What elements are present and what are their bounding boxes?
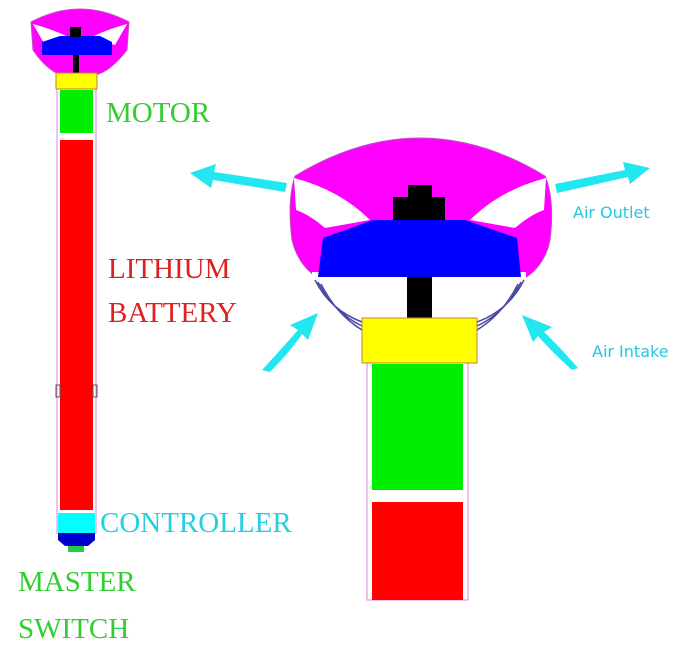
full-device xyxy=(30,8,130,552)
motor-shaft xyxy=(407,277,432,319)
outlet-arrow-left xyxy=(190,164,287,192)
intake-vent-left xyxy=(314,279,363,331)
housing-gap-right xyxy=(470,178,546,228)
end-cap xyxy=(58,533,95,546)
controller-label: CONTROLLER xyxy=(100,507,292,539)
motor-mount xyxy=(361,317,478,364)
air-outlet-label: Air Outlet xyxy=(573,203,650,222)
motor-small xyxy=(60,90,93,133)
motor-large xyxy=(372,364,463,490)
airflow-arrows xyxy=(190,162,650,372)
battery-label-line2: BATTERY xyxy=(108,297,237,329)
battery-large xyxy=(372,502,463,600)
air-intake-label: Air Intake xyxy=(592,342,669,361)
enlarged-head xyxy=(289,137,553,601)
battery-clip-right xyxy=(92,384,98,398)
battery-label-line1: LITHIUM xyxy=(108,253,230,285)
fan-hub-small xyxy=(70,27,81,37)
switch-label-line1: MASTER xyxy=(18,566,136,598)
fan-hub xyxy=(393,185,445,220)
switch-label-line2: SWITCH xyxy=(18,613,129,645)
master-switch[interactable] xyxy=(68,546,84,552)
fan-blade-small xyxy=(42,36,112,55)
controller-small xyxy=(58,513,95,533)
intake-arrow-left xyxy=(262,313,318,372)
shaft-small xyxy=(73,55,79,73)
outlet-arrow-right xyxy=(555,162,650,193)
housing-gap-left xyxy=(294,178,370,228)
intake-vent-right xyxy=(476,279,525,331)
motor-label: MOTOR xyxy=(106,97,211,129)
fan-blade xyxy=(318,220,521,277)
mount-small xyxy=(55,72,98,90)
intake-arrow-right xyxy=(522,315,578,370)
battery-small xyxy=(60,140,93,510)
battery-clip-left xyxy=(55,384,61,398)
